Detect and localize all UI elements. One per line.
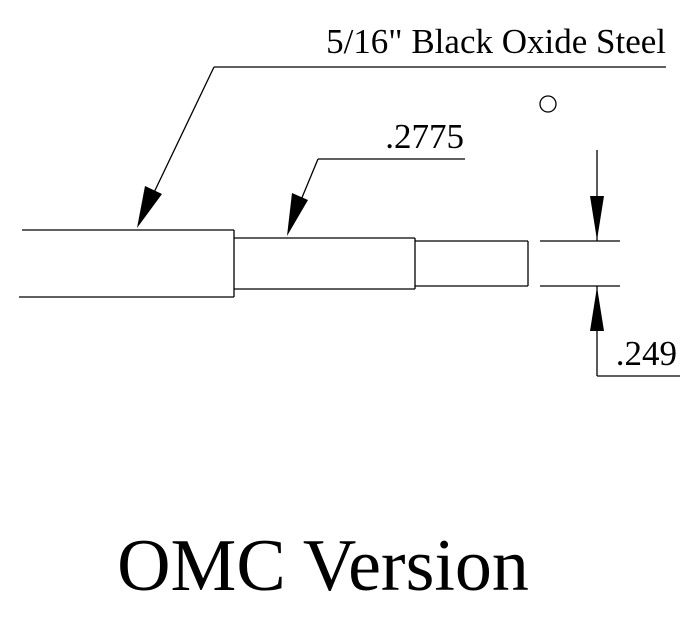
material-leader-arrowhead — [137, 186, 162, 228]
step-leader-arrowhead — [287, 193, 308, 236]
step-diameter-leader — [287, 158, 465, 236]
step-leader-line — [300, 158, 319, 201]
dimension-arrowhead-up — [590, 287, 604, 331]
material-leader-line — [147, 66, 215, 206]
tip-diameter-dimension — [540, 150, 680, 377]
material-label: 5/16" Black Oxide Steel — [326, 22, 666, 61]
tip-diameter-label: .249 — [616, 334, 677, 373]
material-leader — [137, 66, 666, 228]
circle-symbol — [539, 95, 557, 113]
dimension-arrowhead-down — [590, 196, 604, 240]
shaft-outline — [19, 229, 529, 298]
version-title: OMC Version — [117, 525, 529, 607]
step-diameter-label: .2775 — [385, 117, 464, 156]
